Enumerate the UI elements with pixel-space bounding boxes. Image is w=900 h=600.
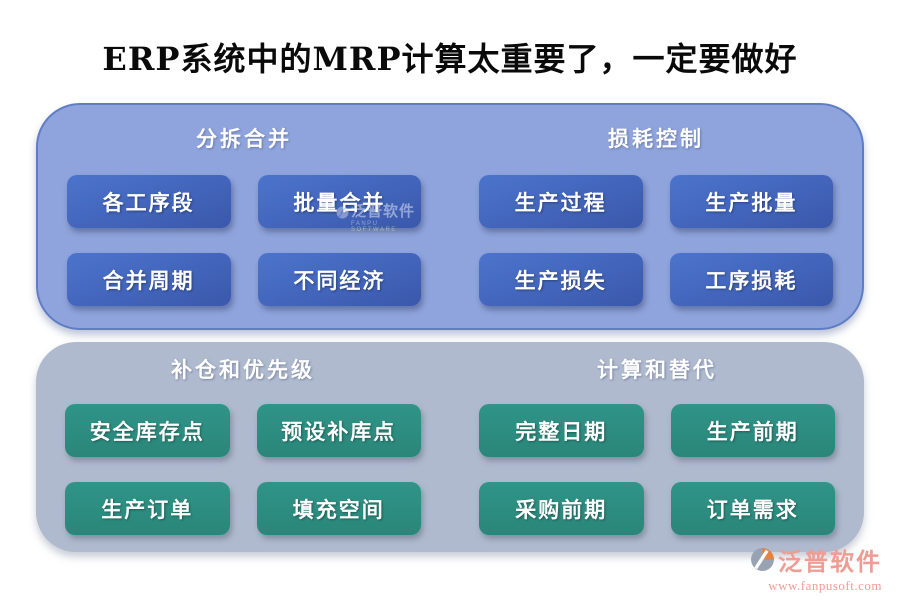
topic-button[interactable]: 安全库存点 xyxy=(64,404,230,457)
panel-split-merge-loss: 分拆合并 各工序段 批量合并 合并周期 不同经济 损耗控制 生产过程 生产批量 … xyxy=(36,103,864,330)
topic-button[interactable]: 生产订单 xyxy=(64,482,230,535)
section-calc-substitute: 计算和替代 完整日期 生产前期 采购前期 订单需求 xyxy=(450,342,864,552)
topic-button[interactable]: 批量合并 xyxy=(257,175,422,228)
brand-footer: 泛普软件 www.fanpusoft.com xyxy=(750,542,882,594)
topic-button[interactable]: 生产损失 xyxy=(478,253,643,306)
topic-button[interactable]: 工序损耗 xyxy=(669,253,834,306)
fanpu-logo-icon xyxy=(750,547,775,572)
button-grid: 各工序段 批量合并 合并周期 不同经济 xyxy=(66,175,422,306)
topic-button[interactable]: 订单需求 xyxy=(670,482,836,535)
topic-button[interactable]: 生产批量 xyxy=(669,175,834,228)
topic-button[interactable]: 预设补库点 xyxy=(256,404,422,457)
brand-url: www.fanpusoft.com xyxy=(768,578,882,593)
topic-button[interactable]: 生产过程 xyxy=(478,175,643,228)
section-loss-control: 损耗控制 生产过程 生产批量 生产损失 工序损耗 xyxy=(450,105,862,328)
topic-button[interactable]: 不同经济 xyxy=(257,253,422,306)
topic-button[interactable]: 生产前期 xyxy=(670,404,836,457)
panel-replenish-calc: 补仓和优先级 安全库存点 预设补库点 生产订单 填充空间 计算和替代 完整日期 … xyxy=(36,342,864,552)
section-replenish-priority: 补仓和优先级 安全库存点 预设补库点 生产订单 填充空间 xyxy=(36,342,450,552)
topic-button[interactable]: 各工序段 xyxy=(66,175,231,228)
topic-button[interactable]: 完整日期 xyxy=(478,404,644,457)
button-grid: 完整日期 生产前期 采购前期 订单需求 xyxy=(478,404,836,535)
topic-button[interactable]: 填充空间 xyxy=(256,482,422,535)
page-title: ERP系统中的MRP计算太重要了，一定要做好 xyxy=(102,40,798,78)
button-grid: 安全库存点 预设补库点 生产订单 填充空间 xyxy=(64,404,422,535)
section-header: 分拆合并 xyxy=(196,126,292,151)
section-header: 补仓和优先级 xyxy=(171,357,315,382)
brand-name: 泛普软件 xyxy=(778,547,882,576)
topic-button[interactable]: 采购前期 xyxy=(478,482,644,535)
section-split-merge: 分拆合并 各工序段 批量合并 合并周期 不同经济 xyxy=(38,105,450,328)
section-header: 计算和替代 xyxy=(597,357,717,382)
button-grid: 生产过程 生产批量 生产损失 工序损耗 xyxy=(478,175,834,306)
topic-button[interactable]: 合并周期 xyxy=(66,253,231,306)
section-header: 损耗控制 xyxy=(608,126,704,151)
